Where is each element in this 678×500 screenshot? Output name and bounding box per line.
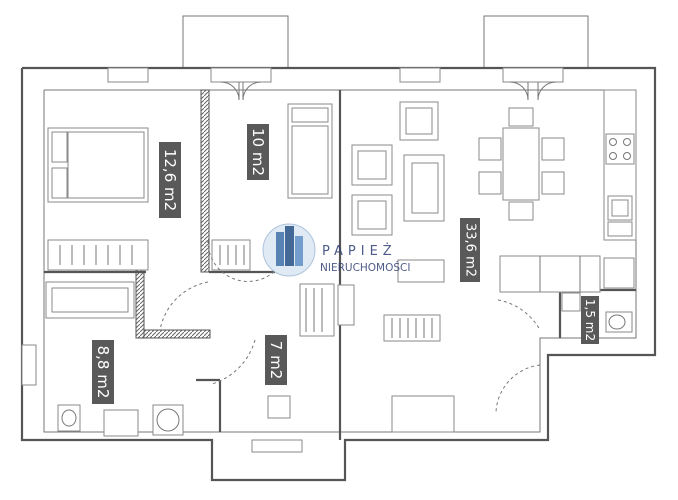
wardrobe-large	[47, 239, 149, 271]
hall-furniture	[267, 283, 455, 433]
area-text-bedroom-small: 10 m2	[249, 128, 267, 176]
area-text-wc: 1,5 m2	[583, 299, 597, 341]
logo-subtitle: NIERUCHOMOŚCI	[320, 261, 410, 274]
agency-logo: PAPIEŻ NIERUCHOMOŚCI	[262, 223, 410, 277]
bathroom-fixtures	[57, 404, 184, 437]
kitchen-counter	[603, 89, 637, 241]
area-label-wc: 1,5 m2	[581, 296, 599, 344]
area-text-hall: 7 m2	[267, 341, 285, 379]
door-swings	[159, 239, 541, 413]
armchairs	[351, 144, 393, 236]
area-text-living-kitchen: 33,6 m2	[463, 223, 478, 277]
area-text-bathroom: 8,8 m2	[94, 346, 112, 399]
balcony-door-left	[220, 81, 262, 101]
outer-wall	[20, 66, 657, 482]
balcony-right	[483, 15, 589, 69]
bed-large	[47, 127, 149, 203]
balcony-door-right	[509, 81, 557, 101]
windows	[21, 67, 564, 453]
area-label-hall: 7 m2	[265, 335, 287, 385]
kitchen-island	[499, 255, 601, 293]
sofa	[399, 101, 439, 141]
dining-set	[478, 107, 565, 221]
area-label-living-kitchen: 33,6 m2	[460, 218, 480, 282]
area-label-bathroom: 8,8 m2	[92, 340, 114, 404]
balcony-left	[182, 15, 289, 69]
bathtub	[45, 281, 135, 319]
building-icon	[276, 226, 303, 266]
area-label-bedroom-large: 12,6 m2	[159, 142, 181, 218]
coffee-table	[403, 154, 445, 222]
area-text-bedroom-large: 12,6 m2	[161, 149, 179, 211]
tv-stand	[397, 259, 445, 283]
wc-fixtures	[561, 257, 635, 333]
bed-small	[287, 103, 333, 199]
wardrobe-small	[211, 239, 251, 271]
area-label-bedroom-small: 10 m2	[247, 124, 269, 180]
logo-title: PAPIEŻ	[322, 243, 397, 259]
